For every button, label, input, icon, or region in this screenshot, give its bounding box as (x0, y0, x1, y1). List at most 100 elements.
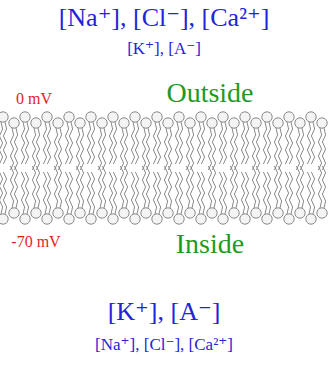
lipid-tail (80, 128, 83, 170)
lipid-tail (241, 122, 244, 164)
lipid-tail (102, 166, 105, 208)
lipid-tail (245, 122, 248, 164)
lipid-tail (300, 166, 303, 208)
lipid-tail (234, 128, 237, 170)
lipid-tail (146, 128, 149, 170)
lipid-tail (69, 172, 72, 214)
lipid-head (240, 214, 250, 224)
lipid-head (163, 208, 173, 218)
lipid-tail (212, 128, 215, 170)
lipid-head (152, 112, 162, 122)
lipid-tail (168, 128, 171, 170)
lipid-tail (241, 172, 244, 214)
lipid-tail (76, 166, 79, 208)
lipid-tail (113, 122, 116, 164)
lipid-head (207, 208, 217, 218)
lipid-tail (47, 122, 50, 164)
lipid-tail (153, 122, 156, 164)
lipid-tail (223, 122, 226, 164)
lipid-head (9, 118, 19, 128)
lipid-tail (168, 166, 171, 208)
lipid-head (273, 118, 283, 128)
lipid-tail (190, 128, 193, 170)
lipid-tail (3, 122, 6, 164)
lipid-head (317, 208, 327, 218)
lipid-head (20, 112, 30, 122)
lipid-tail (212, 166, 215, 208)
lipid-tail (65, 172, 68, 214)
lipid-tail (289, 122, 292, 164)
lipid-tail (54, 128, 57, 170)
lipid-head (284, 112, 294, 122)
lipid-tail (219, 122, 222, 164)
lipid-head (229, 208, 239, 218)
lipid-head (97, 208, 107, 218)
lipid-tail (175, 122, 178, 164)
lipid-tail (58, 128, 61, 170)
lipid-tail (124, 128, 127, 170)
lipid-head (196, 214, 206, 224)
lipid-tail (131, 122, 134, 164)
lipid-tail (0, 122, 3, 164)
lipid-head (119, 118, 129, 128)
lipid-tail (142, 166, 145, 208)
lipid-tail (296, 166, 299, 208)
lipid-head (64, 214, 74, 224)
lipid-tail (43, 172, 46, 214)
lipid-tail (14, 128, 17, 170)
lipid-tail (285, 122, 288, 164)
lipid-head (229, 118, 239, 128)
lipid-tail (289, 172, 292, 214)
lipid-head (174, 112, 184, 122)
lipid-tail (164, 166, 167, 208)
lipid-tail (102, 128, 105, 170)
lipid-tail (267, 122, 270, 164)
lipid-tail (234, 166, 237, 208)
lipid-head (284, 214, 294, 224)
lipid-tail (278, 128, 281, 170)
lipid-head (152, 214, 162, 224)
lipid-tail (223, 172, 226, 214)
lipid-tail (0, 172, 3, 214)
lipid-tail (65, 122, 68, 164)
lipid-head (75, 118, 85, 128)
lipid-tail (230, 166, 233, 208)
lipid-head (53, 118, 63, 128)
lipid-head (64, 112, 74, 122)
lipid-tail (54, 166, 57, 208)
lipid-head (108, 112, 118, 122)
lipid-head (141, 208, 151, 218)
lipid-tail (98, 128, 101, 170)
lipid-tail (201, 122, 204, 164)
lipid-tail (135, 172, 138, 214)
lipid-head (0, 214, 8, 224)
lipid-tail (32, 166, 35, 208)
lipid-tail (311, 122, 314, 164)
lipid-head (141, 118, 151, 128)
lipid-tail (252, 128, 255, 170)
lipid-tail (201, 172, 204, 214)
lipid-head (251, 118, 261, 128)
lipid-tail (278, 166, 281, 208)
lipid-tail (142, 128, 145, 170)
lipid-head (130, 112, 140, 122)
lipid-tail (120, 128, 123, 170)
ion-list: [K⁺], [A⁻] (108, 298, 221, 327)
ion-list: [Na⁺], [Cl⁻], [Ca²⁺] (95, 336, 233, 355)
lipid-tail (263, 172, 266, 214)
lipid-head (174, 214, 184, 224)
lipid-head (218, 214, 228, 224)
lipid-tail (296, 128, 299, 170)
lipid-head (207, 118, 217, 128)
lipid-tail (135, 122, 138, 164)
lipid-head (196, 112, 206, 122)
lipid-head (218, 112, 228, 122)
lipid-tail (43, 122, 46, 164)
lipid-tail (322, 128, 325, 170)
lipid-tail (208, 166, 211, 208)
lipid-tail (98, 166, 101, 208)
lipid-tail (219, 172, 222, 214)
lipid-tail (109, 122, 112, 164)
lipid-tail (179, 122, 182, 164)
